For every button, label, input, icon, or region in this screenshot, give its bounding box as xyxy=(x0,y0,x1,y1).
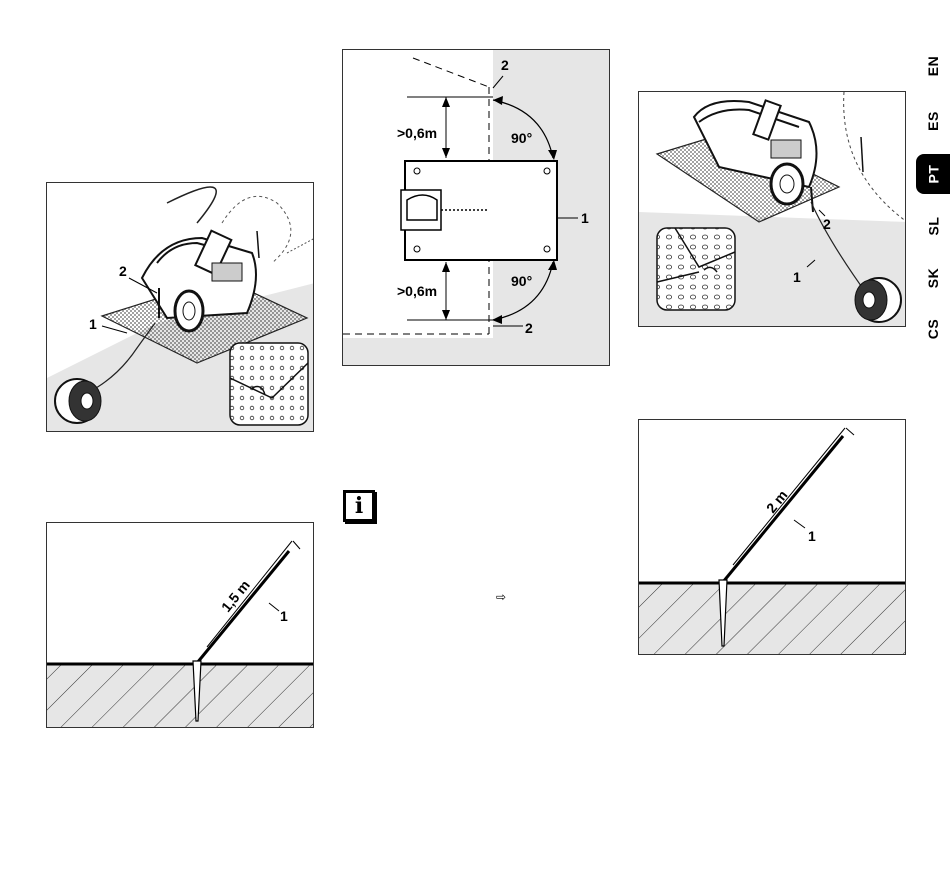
callout-2-top: 2 xyxy=(501,57,509,73)
angle-bottom-label: 90° xyxy=(511,273,532,289)
distance-label: 2 m xyxy=(763,487,791,516)
lang-tab-sk[interactable]: SK xyxy=(918,258,948,298)
angle-top-label: 90° xyxy=(511,130,532,146)
lang-tab-cs[interactable]: CS xyxy=(918,309,948,349)
callout-2: 2 xyxy=(119,263,127,279)
callout-1: 1 xyxy=(89,316,97,332)
callout-1: 1 xyxy=(280,608,288,624)
figure-mower-docking-left: 2 1 xyxy=(46,182,314,432)
figure-stake-1-5m: 1,5 m 1 xyxy=(46,522,314,728)
lang-tab-pt[interactable]: PT xyxy=(916,154,950,194)
callout-2: 2 xyxy=(823,216,831,232)
lang-tab-sl[interactable]: SL xyxy=(918,206,948,246)
lang-tab-en[interactable]: EN xyxy=(918,46,948,86)
figure-stake-2m: 2 m 1 xyxy=(638,419,906,655)
lang-tab-es[interactable]: ES xyxy=(918,101,948,141)
info-icon: i xyxy=(343,490,375,522)
clearance-top-label: >0,6m xyxy=(397,125,437,141)
figure-mower-docking-right: 2 1 xyxy=(638,91,906,327)
callout-2-bottom: 2 xyxy=(525,320,533,336)
callout-1: 1 xyxy=(808,528,816,544)
figure-dock-plan: 2 1 2 >0,6m >0,6m 90° 90° xyxy=(342,49,610,366)
arrow-right-icon: ⇨ xyxy=(496,590,506,604)
callout-1: 1 xyxy=(581,210,589,226)
clearance-bottom-label: >0,6m xyxy=(397,283,437,299)
callout-1: 1 xyxy=(793,269,801,285)
